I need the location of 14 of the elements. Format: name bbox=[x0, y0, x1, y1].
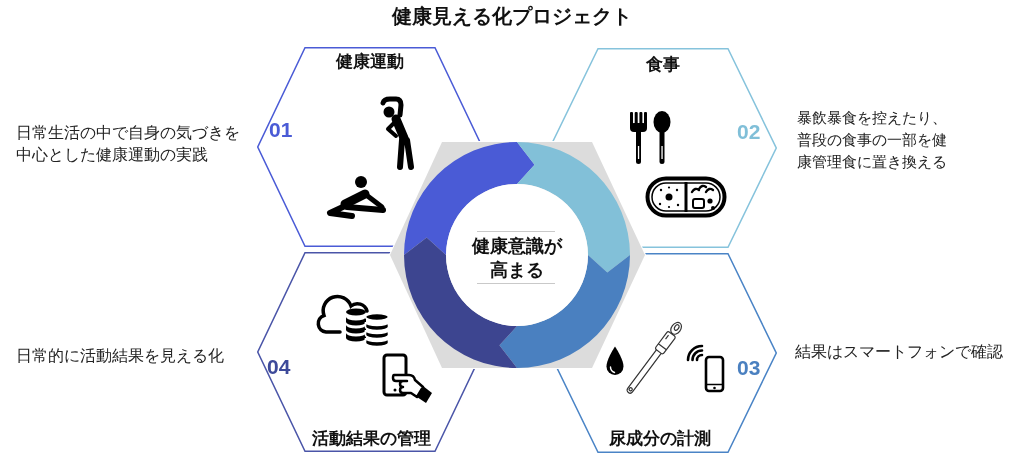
section-heading: 健康運動 bbox=[336, 51, 404, 71]
step-number: 03 bbox=[737, 357, 761, 378]
section-heading: 尿成分の計測 bbox=[609, 428, 711, 448]
description-text: 暴飲暴食を控えたり、普段の食事の一部を健康管理食に置き換える bbox=[797, 108, 948, 173]
step-number: 02 bbox=[737, 121, 761, 142]
section-heading: 活動結果の管理 bbox=[311, 428, 431, 448]
description-text: 結果はスマートフォンで確認 bbox=[795, 341, 1003, 363]
section-heading: 食事 bbox=[646, 54, 680, 74]
step-number: 04 bbox=[267, 356, 291, 377]
description-text: 日常生活の中で自身の気づきを中心とした健康運動の実践 bbox=[16, 122, 241, 166]
center-message: 健康意識が高まる bbox=[470, 233, 564, 282]
step-number: 01 bbox=[269, 119, 293, 140]
diagram-title: 健康見える化プロジェクト bbox=[392, 4, 632, 28]
description-text: 日常的に活動結果を見える化 bbox=[16, 345, 224, 367]
